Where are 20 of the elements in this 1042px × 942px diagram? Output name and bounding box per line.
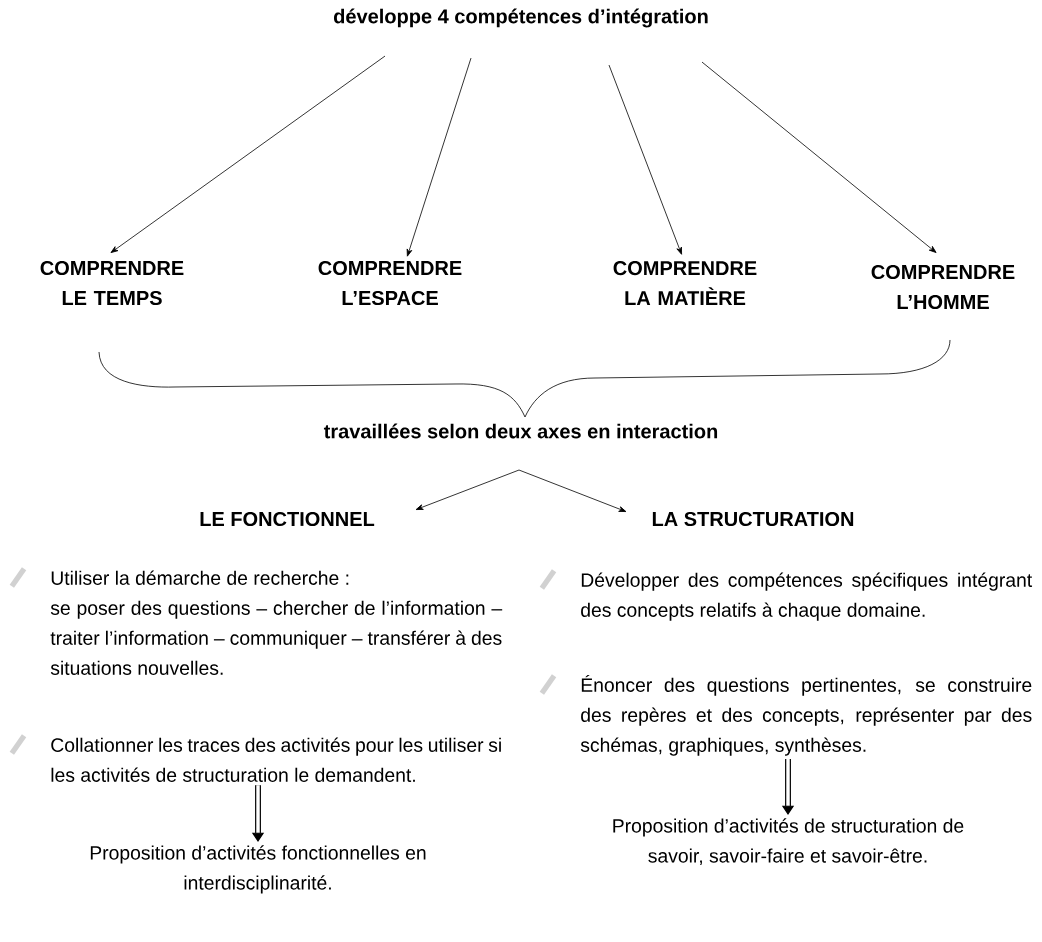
bullet-item: Utiliser la démarche de recherche : se poser des questions – chercher de l’information – traiter l’information – communiquer – transférer à des situations nouvelles.: [9, 567, 503, 675]
competence-label: COMPRENDRE LA MATIÈRE: [613, 261, 757, 305]
heading-text: travaillées selon deux axes en interaction: [323, 423, 718, 439]
arrow: [110, 55, 386, 253]
result-text: Proposition d’activités fonctionnelles en interdisciplinarité.: [90, 845, 426, 894]
heading-text: développe 4 compétences d’intégration: [334, 8, 708, 28]
competence-label: COMPRENDRE LE TEMPS: [40, 260, 184, 306]
bullet-item: Développer des compétences spécifiques intégrant des concepts relatifs à chaque domaine.: [539, 569, 1033, 621]
competence-label: COMPRENDRE L’HOMME: [871, 264, 1015, 310]
competence-label: COMPRENDRE L’ESPACE: [318, 260, 462, 306]
result-text: Proposition d’activités de structuration de savoir, savoir-faire et savoir-être.: [613, 818, 964, 865]
arrow: [701, 61, 937, 253]
axis-heading: LA STRUCTURATION: [652, 511, 854, 527]
arrow: [518, 469, 627, 512]
arrow: [406, 57, 472, 257]
axis-heading: LE FONCTIONNEL: [200, 511, 375, 527]
bullet-item: Énoncer des questions pertinentes, se construire des repères et des concepts, représenter par des schémas, graphiques, synthèses.: [539, 674, 1032, 756]
arrow: [415, 469, 520, 510]
bullet-item: Collationner les traces des activités pour les utiliser si les activités de structuration le demandent.: [9, 734, 501, 782]
arrow: [608, 64, 682, 255]
